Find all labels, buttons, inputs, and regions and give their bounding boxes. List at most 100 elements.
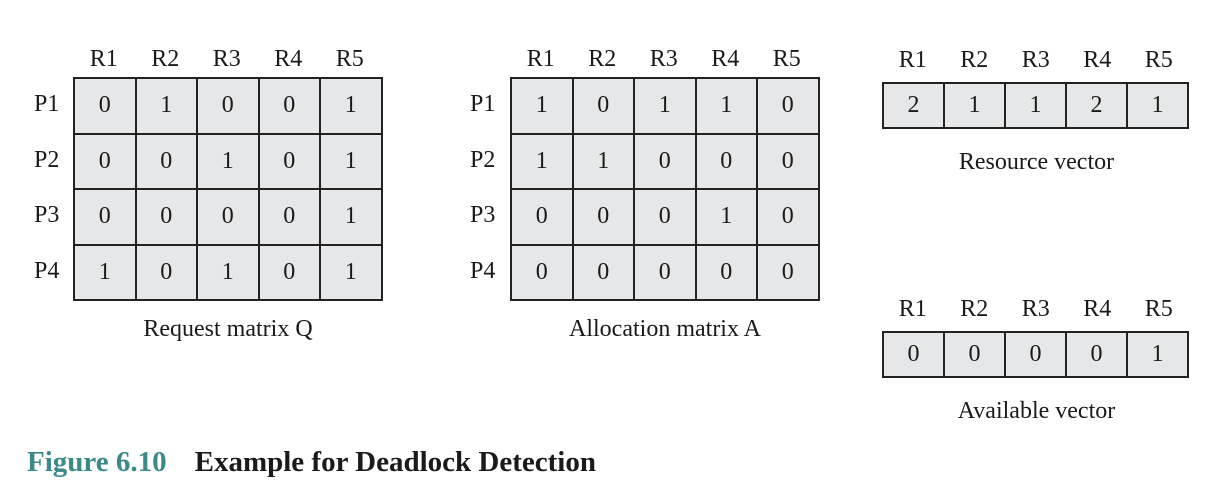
matrix-cell: 0 [756, 243, 820, 301]
matrix-cell: 1 [196, 243, 260, 301]
column-header: R2 [960, 47, 989, 73]
matrix-cell: 1 [510, 132, 574, 190]
matrix-cell: 0 [571, 188, 635, 246]
vector-cell: 1 [943, 82, 1006, 129]
column-header: R2 [960, 296, 989, 322]
matrix-cell: 0 [633, 132, 697, 190]
matrix-cell: 0 [694, 132, 758, 190]
resource-vector-column-headers: R1 R2 R3 R4 R5 [882, 46, 1190, 74]
column-header: R2 [151, 46, 180, 72]
vector-cell: 0 [943, 331, 1006, 378]
matrix-cell: 1 [196, 132, 260, 190]
matrix-cell: 0 [73, 77, 137, 135]
matrix-row: 0 0 0 0 0 [510, 243, 820, 301]
vector-cell: 1 [1126, 331, 1189, 378]
vector-cell: 2 [882, 82, 945, 129]
matrix-cell: 1 [571, 132, 635, 190]
row-header: P1 [34, 91, 60, 117]
row-header: P2 [34, 146, 60, 173]
allocation-matrix-row-headers: P1 P2 P3 P4 [470, 77, 520, 299]
matrix-row: 0 0 0 1 0 [510, 188, 820, 246]
matrix-cell: 1 [633, 77, 697, 135]
matrix-cell: 1 [694, 77, 758, 135]
column-header: R1 [89, 46, 118, 72]
matrix-row: 0 0 1 0 1 [73, 132, 383, 190]
matrix-cell: 0 [134, 132, 198, 190]
matrix-cell: 0 [257, 77, 321, 135]
matrix-cell: 0 [134, 243, 198, 301]
resource-vector-grid: 2 1 1 2 1 [882, 82, 1189, 129]
matrix-row: 1 1 0 0 0 [510, 132, 820, 190]
vector-cell: 1 [1004, 82, 1067, 129]
vector-cell: 0 [1004, 331, 1067, 378]
matrix-cell: 0 [257, 243, 321, 301]
matrix-cell: 0 [756, 77, 820, 135]
matrix-cell: 1 [73, 243, 137, 301]
matrix-cell: 0 [73, 188, 137, 246]
column-header: R5 [1144, 47, 1173, 73]
matrix-cell: 0 [756, 132, 820, 190]
request-matrix-grid: 0 1 0 0 1 0 0 1 0 1 0 0 0 0 1 1 0 1 0 1 [73, 77, 383, 301]
vector-cell: 2 [1065, 82, 1128, 129]
matrix-cell: 0 [196, 188, 260, 246]
vector-cell: 1 [1126, 82, 1189, 129]
matrix-cell: 1 [319, 188, 383, 246]
column-header: R3 [649, 46, 678, 72]
matrix-row: 1 0 1 1 0 [510, 77, 820, 135]
matrix-cell: 1 [134, 77, 198, 135]
allocation-matrix-caption: Allocation matrix A [569, 316, 761, 342]
matrix-cell: 0 [73, 132, 137, 190]
row-header: P4 [470, 257, 496, 284]
matrix-cell: 0 [571, 243, 635, 301]
available-vector-grid: 0 0 0 0 1 [882, 331, 1189, 378]
matrix-row: 1 0 1 0 1 [73, 243, 383, 301]
matrix-row: 0 0 0 0 1 [73, 188, 383, 246]
matrix-cell: 1 [319, 243, 383, 301]
matrix-cell: 0 [257, 188, 321, 246]
row-header: P3 [34, 202, 60, 228]
matrix-cell: 0 [633, 243, 697, 301]
matrix-cell: 0 [196, 77, 260, 135]
request-matrix-row-headers: P1 P2 P3 P4 [34, 77, 84, 299]
matrix-cell: 1 [510, 77, 574, 135]
row-header: P3 [470, 202, 496, 228]
resource-vector-caption: Resource vector [958, 149, 1115, 175]
available-vector-column-headers: R1 R2 R3 R4 R5 [882, 295, 1190, 323]
vector-row: 2 1 1 2 1 [882, 82, 1189, 129]
matrix-cell: 0 [257, 132, 321, 190]
column-header: R2 [588, 46, 617, 72]
column-header: R1 [526, 46, 555, 72]
matrix-cell: 0 [694, 243, 758, 301]
request-matrix-column-headers: R1 R2 R3 R4 R5 [73, 45, 381, 73]
vector-cell: 0 [1065, 331, 1128, 378]
matrix-cell: 0 [134, 188, 198, 246]
column-header: R4 [711, 46, 740, 72]
figure-number: Figure 6.10 [27, 446, 167, 478]
column-header: R5 [335, 46, 364, 72]
vector-row: 0 0 0 0 1 [882, 331, 1189, 378]
row-header: P4 [34, 257, 60, 284]
column-header: R3 [1021, 47, 1050, 73]
row-header: P2 [470, 146, 496, 173]
vector-cell: 0 [882, 331, 945, 378]
column-header: R3 [212, 46, 241, 72]
allocation-matrix-grid: 1 0 1 1 0 1 1 0 0 0 0 0 0 1 0 0 0 0 0 0 [510, 77, 820, 301]
column-header: R1 [898, 296, 927, 322]
row-header: P1 [470, 91, 496, 117]
matrix-cell: 1 [319, 132, 383, 190]
matrix-cell: 0 [571, 77, 635, 135]
matrix-cell: 1 [319, 77, 383, 135]
column-header: R5 [1144, 296, 1173, 322]
allocation-matrix-column-headers: R1 R2 R3 R4 R5 [510, 45, 818, 73]
matrix-cell: 0 [633, 188, 697, 246]
column-header: R3 [1021, 296, 1050, 322]
column-header: R5 [772, 46, 801, 72]
column-header: R4 [274, 46, 303, 72]
column-header: R1 [898, 47, 927, 73]
request-matrix-caption: Request matrix Q [143, 316, 313, 342]
column-header: R4 [1083, 47, 1112, 73]
matrix-cell: 0 [510, 188, 574, 246]
matrix-cell: 0 [756, 188, 820, 246]
matrix-row: 0 1 0 0 1 [73, 77, 383, 135]
